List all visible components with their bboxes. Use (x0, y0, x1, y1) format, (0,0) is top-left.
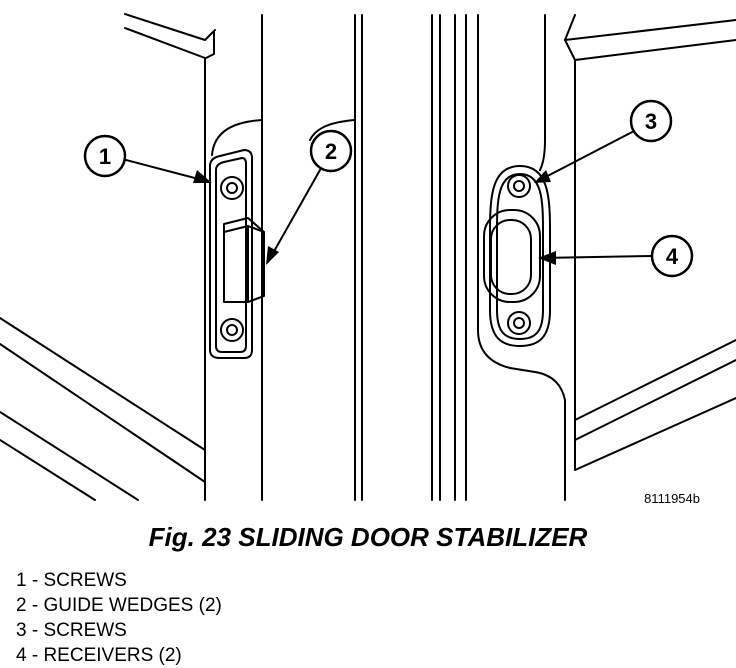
callout-1-number: 1 (99, 144, 111, 169)
callout-3-circle (629, 99, 673, 143)
figure-caption: Fig. 23 SLIDING DOOR STABILIZER (148, 522, 588, 552)
door-jamb (211, 14, 363, 501)
callout-1-circle (83, 134, 127, 178)
guide-wedge (223, 217, 265, 303)
leader-1-arrowhead (193, 170, 212, 183)
stabilizer-illustration: 1 2 3 4 8111954b (0, 13, 736, 506)
legend-item: 3 - SCREWS (16, 620, 127, 641)
callout-2-circle (309, 129, 353, 173)
figure-code: 8111954b (644, 491, 700, 506)
callout-3-number: 3 (645, 109, 657, 134)
leader-4-arrowhead (538, 251, 556, 265)
receiver-bracket (489, 165, 551, 347)
callout-2-number: 2 (325, 139, 337, 164)
right-door-frame (431, 14, 736, 501)
leader-2-arrowhead (266, 246, 279, 265)
legend-item: 4 - RECEIVERS (2) (16, 645, 182, 666)
left-door-body (0, 13, 263, 501)
legend-list: 1 - SCREWS 2 - GUIDE WEDGES (2) 3 - SCRE… (16, 568, 222, 668)
callout-4-circle (650, 234, 694, 278)
legend-item: 1 - SCREWS (16, 570, 127, 591)
legend-item: 2 - GUIDE WEDGES (2) (16, 595, 222, 616)
leader-3-arrowhead (534, 170, 551, 183)
receiver (483, 209, 541, 303)
callout-4-number: 4 (666, 244, 679, 269)
guide-wedge-bracket (209, 149, 253, 359)
